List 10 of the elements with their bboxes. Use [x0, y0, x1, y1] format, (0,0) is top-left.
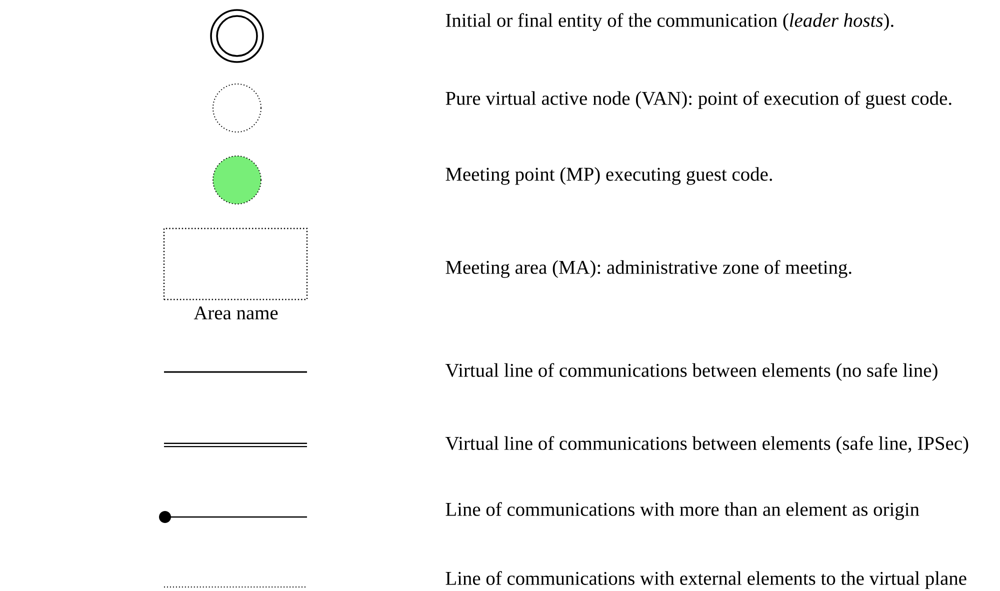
area-label: Area name — [194, 306, 278, 320]
legend-text: Pure virtual active node (VAN): point of execution of guest code. — [446, 91, 952, 109]
legend-text: Virtual line of communications between elements (no safe line) — [445, 363, 938, 381]
legend-text: Line of communications with more than an element as origin — [446, 502, 920, 520]
legend-text: Line of communications with external elements to the virtual plane — [446, 571, 966, 589]
legend-text: Meeting point (MP) executing guest code. — [446, 167, 772, 185]
legend-text: Meeting area (MA): administrative zone of meeting. — [446, 260, 852, 278]
legend-text: Virtual line of communications between elements (safe line, IPSec) — [445, 436, 968, 454]
dotted-box-symbol — [163, 228, 308, 300]
legend-text: Initial or final entity of the communication (leader hosts). — [446, 13, 894, 31]
